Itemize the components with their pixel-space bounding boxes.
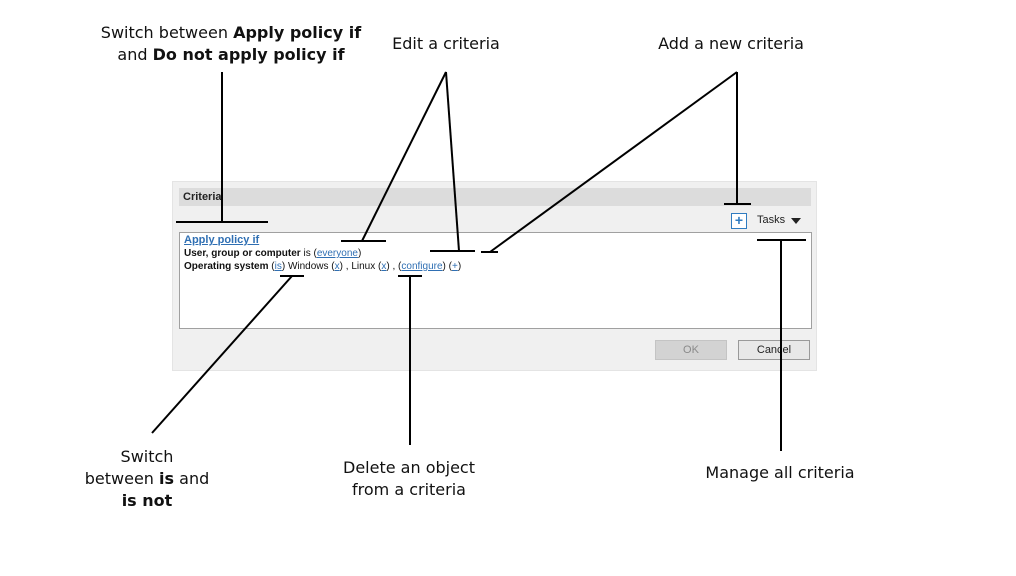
criteria-text: ) (457, 261, 462, 272)
criteria-text: ) (386, 261, 390, 272)
criteria-text: ( (268, 261, 275, 272)
callout-text: and (174, 469, 210, 488)
add-criteria-button[interactable]: + (731, 213, 747, 229)
criteria-editor: Apply policy if User, group or computer … (179, 232, 812, 329)
criteria-row-os: Operating system (is) Windows (x) , Linu… (184, 260, 807, 273)
callout-bold-text: Apply policy if (233, 23, 362, 42)
criteria-panel: Criteria + Tasks Apply policy if User, g… (172, 181, 817, 371)
ok-button[interactable]: OK (655, 340, 727, 360)
is-toggle-link[interactable]: is (274, 261, 282, 272)
callout-text: and (117, 45, 153, 64)
apply-policy-toggle-link[interactable]: Apply policy if (184, 234, 260, 246)
criteria-text: ) (339, 261, 343, 272)
add-object-link[interactable]: + (452, 261, 458, 272)
criteria-text: ) (281, 261, 286, 272)
callout-delete-object: Delete an object from a criteria (319, 457, 499, 501)
callout-manage-all: Manage all criteria (705, 463, 855, 482)
criteria-text: , (389, 261, 399, 272)
criteria-label: User, group or computer (184, 248, 301, 259)
criteria-text: ) (357, 248, 362, 259)
criteria-text: ( (313, 248, 317, 259)
criteria-text: ( (378, 261, 382, 272)
callout-edit-criteria: Edit a criteria (392, 34, 500, 53)
remove-linux-link[interactable]: x (381, 261, 387, 272)
callout-text: Delete an object (343, 458, 475, 477)
criteria-label: Operating system (184, 261, 269, 272)
criteria-text: ) (442, 261, 446, 272)
callout-text: Switch between (100, 23, 234, 42)
callout-bold-text: Do not apply policy if (152, 45, 345, 64)
callout-add-criteria: Add a new criteria (658, 34, 804, 53)
tasks-dropdown[interactable]: Tasks (753, 211, 817, 229)
plus-icon: + (734, 212, 744, 228)
callout-text: from a criteria (352, 480, 466, 499)
remove-windows-link[interactable]: x (334, 261, 340, 272)
callout-bold-text: is not (121, 491, 173, 510)
criteria-text: , Linux (342, 261, 379, 272)
configure-link[interactable]: configure (401, 261, 443, 272)
criteria-text: ( (331, 261, 335, 272)
tasks-label: Tasks (757, 214, 786, 226)
callout-switch-is: Switch between is and is not (72, 446, 222, 512)
criteria-text: ( (448, 261, 452, 272)
callout-switch-apply: Switch between Apply policy if and Do no… (96, 22, 366, 66)
criteria-row-user: User, group or computer is (everyone) (184, 247, 807, 260)
cancel-button[interactable]: Cancel (738, 340, 810, 360)
everyone-link[interactable]: everyone (316, 248, 358, 259)
callout-text: between (84, 469, 160, 488)
callout-text: Switch (120, 447, 174, 466)
criteria-text: ( (398, 261, 402, 272)
panel-header: Criteria (179, 188, 811, 206)
callout-bold-text: is (159, 469, 175, 488)
criteria-text: Windows (285, 261, 332, 272)
criteria-text: is (300, 248, 314, 259)
chevron-down-icon[interactable] (791, 218, 801, 224)
